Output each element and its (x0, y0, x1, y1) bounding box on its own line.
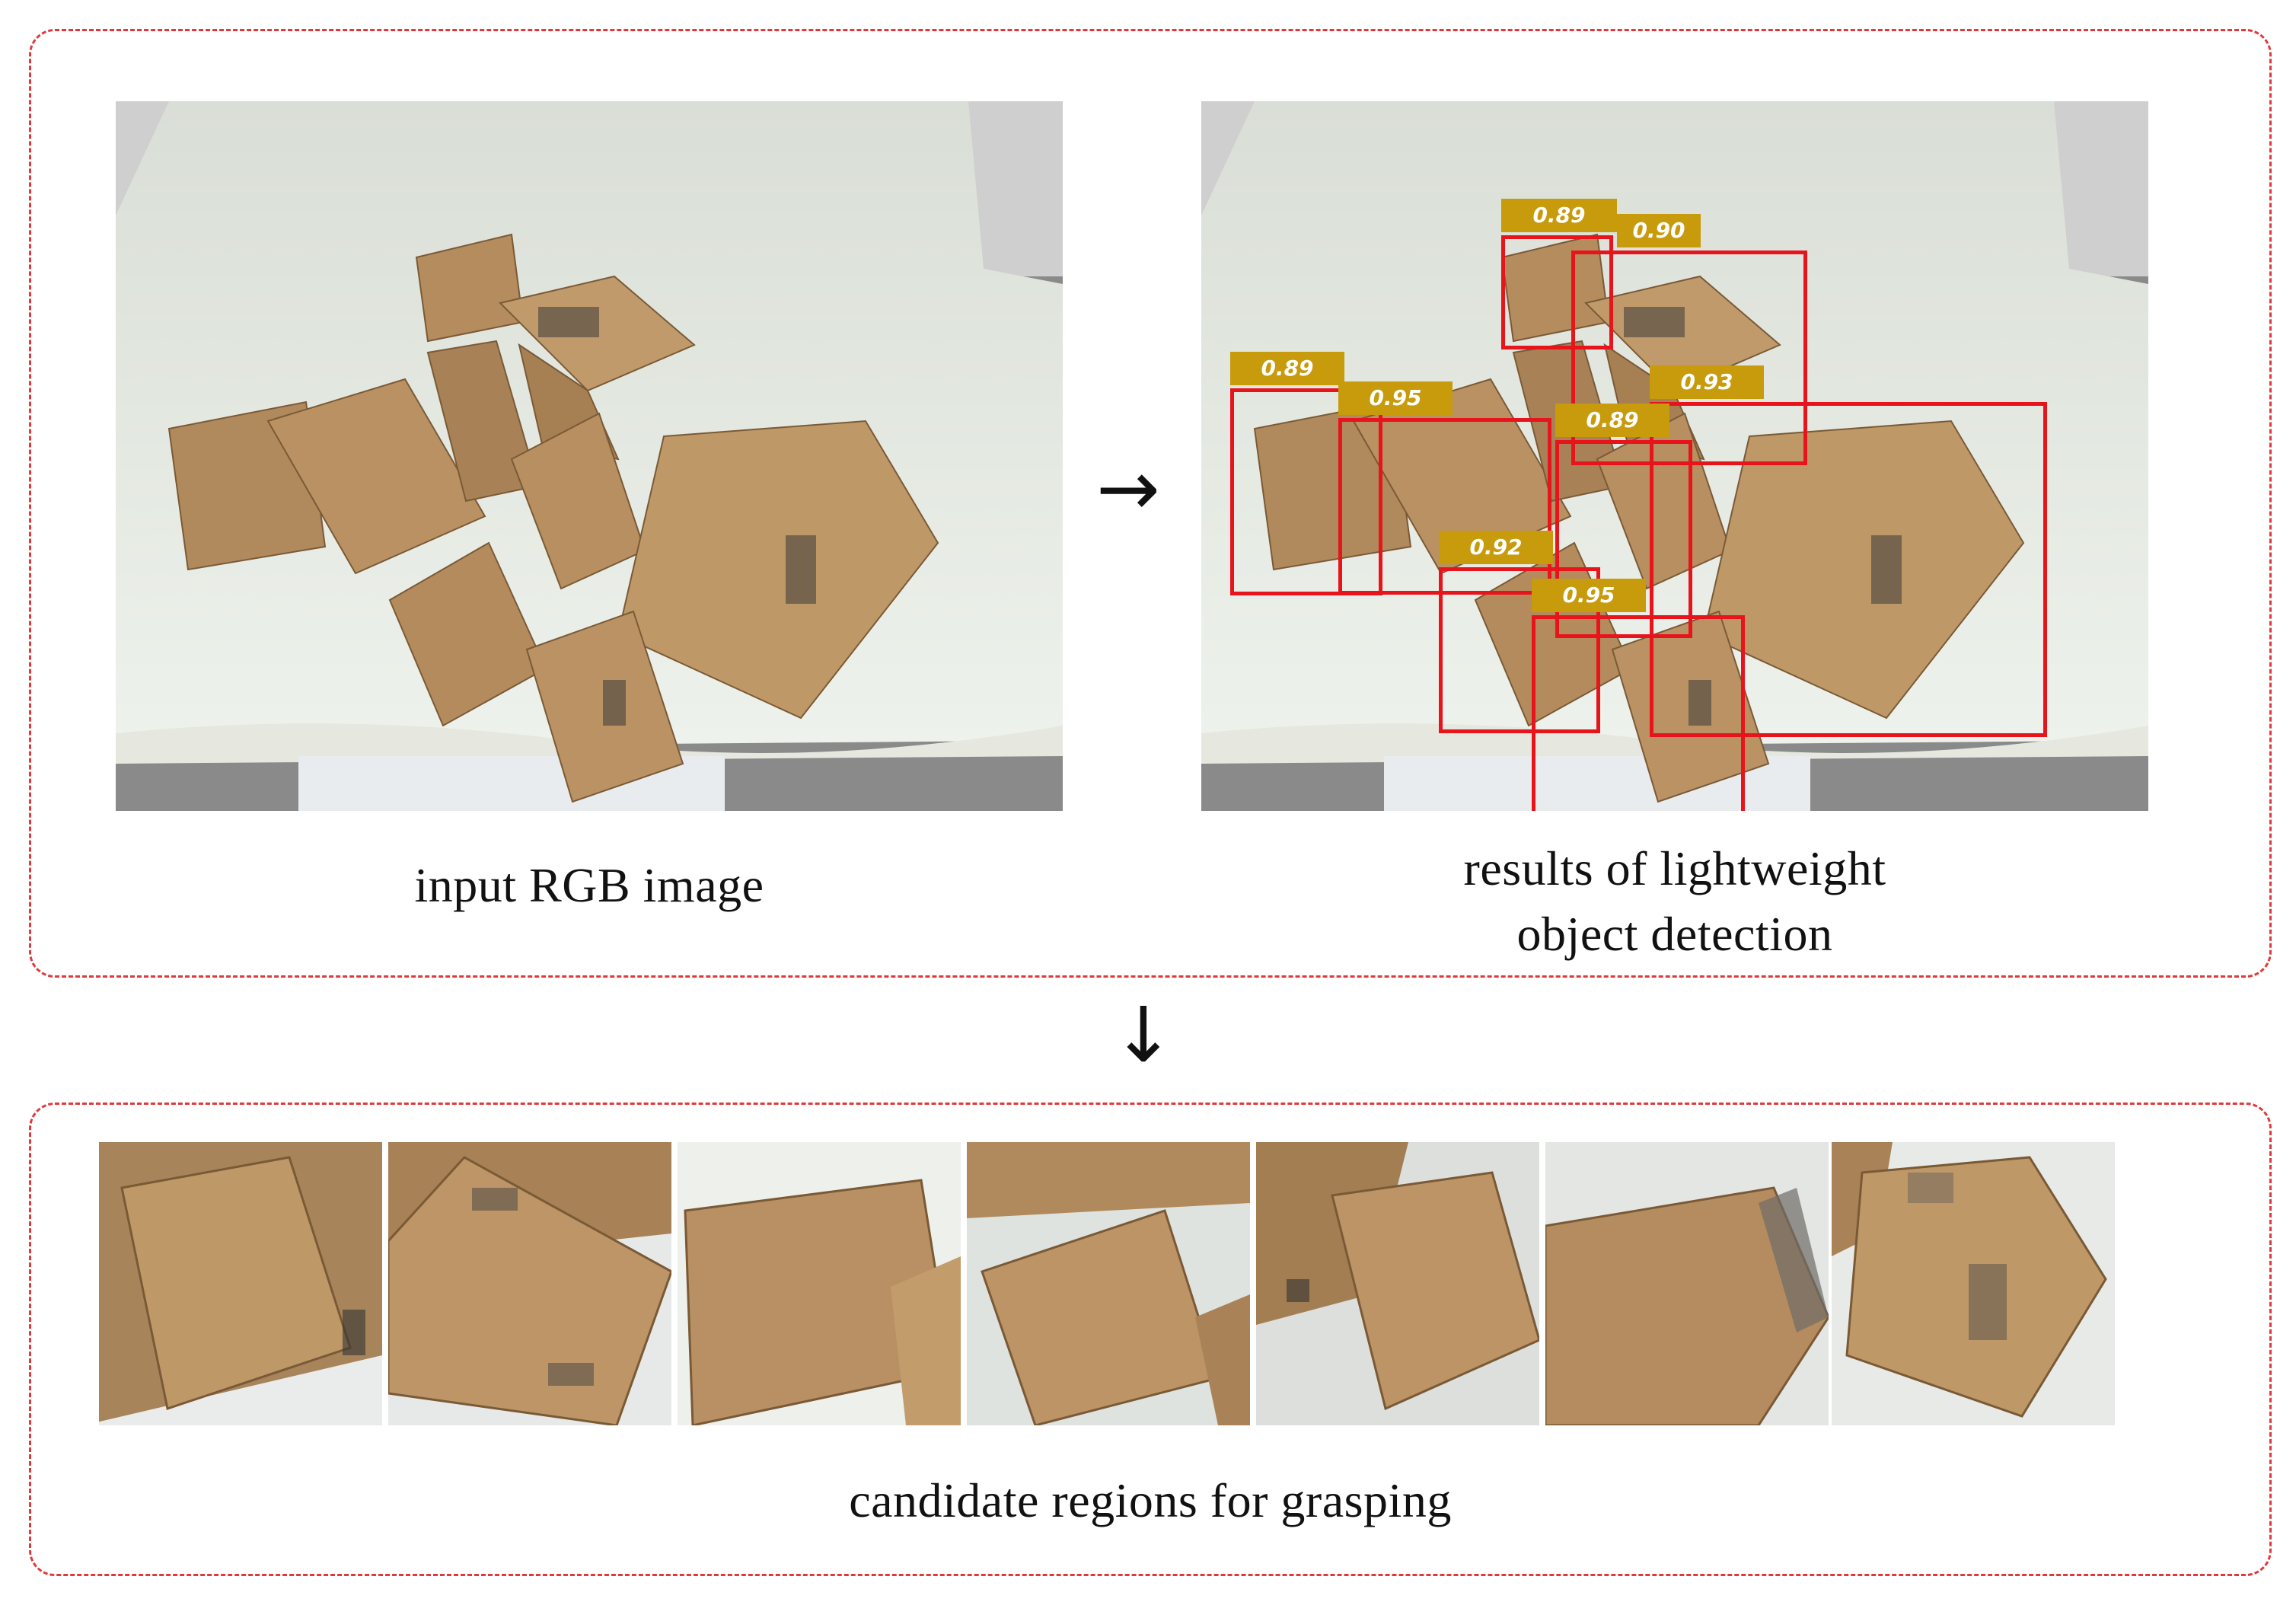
candidate-crop (388, 1142, 671, 1425)
detection-box (1532, 615, 1745, 811)
detection-score: 0.92 (1439, 531, 1553, 564)
candidate-regions-strip (99, 1142, 2115, 1425)
down-arrow-icon: ↓ (1111, 991, 1175, 1080)
candidates-caption: candidate regions for grasping (849, 1473, 1452, 1527)
detection-score: 0.89 (1555, 404, 1669, 437)
detection-score: 0.95 (1338, 381, 1453, 415)
detection-score: 0.90 (1617, 214, 1701, 247)
detection-box (1501, 235, 1613, 349)
detection-score: 0.89 (1501, 199, 1617, 232)
detection-box (1230, 388, 1382, 595)
detection-caption-line2: object detection (1516, 907, 1833, 961)
detection-score: 0.93 (1650, 365, 1764, 399)
detection-caption-line1: results of lightweight (1463, 841, 1886, 895)
detection-box (1650, 402, 2047, 737)
candidate-crop (1832, 1142, 2115, 1425)
detection-result-image: 0.89 0.90 0.89 0.95 0.93 0.89 0.92 0.95 (1201, 101, 2148, 811)
candidate-crop (967, 1142, 1250, 1425)
candidate-crop (1256, 1142, 1539, 1425)
candidate-crop (99, 1142, 382, 1425)
detection-box (1439, 567, 1600, 733)
input-detection-panel (29, 29, 2272, 978)
candidate-crop (1545, 1142, 1829, 1425)
input-rgb-image (116, 101, 1063, 811)
detection-box (1555, 440, 1692, 638)
detection-score: 0.95 (1532, 579, 1646, 612)
detection-box (1338, 418, 1551, 595)
detection-caption: results of lightweight object detection (1201, 836, 2148, 967)
input-image-caption: input RGB image (414, 858, 764, 912)
candidates-panel (29, 1103, 2272, 1576)
detection-score: 0.89 (1230, 352, 1344, 385)
candidate-crop (678, 1142, 961, 1425)
right-arrow-icon: → (1096, 444, 1160, 533)
